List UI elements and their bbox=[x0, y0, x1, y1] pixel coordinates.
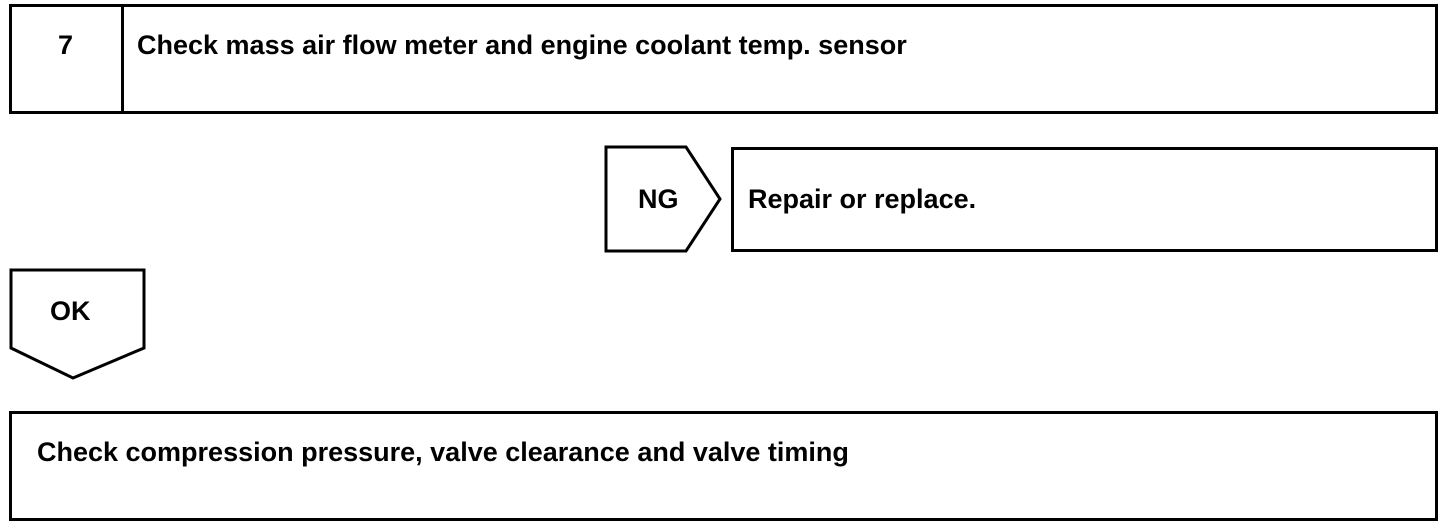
step-number: 7 bbox=[58, 30, 74, 60]
ok-label: OK bbox=[50, 296, 91, 326]
step-number-divider bbox=[121, 4, 124, 114]
ng-action-box bbox=[731, 147, 1438, 252]
next-step-box bbox=[9, 411, 1438, 521]
next-step-title: Check compression pressure, valve cleara… bbox=[37, 437, 849, 467]
step-title: Check mass air flow meter and engine coo… bbox=[137, 30, 907, 60]
ng-label: NG bbox=[638, 184, 679, 214]
ng-action-text: Repair or replace. bbox=[748, 184, 977, 214]
step-box bbox=[9, 4, 1438, 114]
